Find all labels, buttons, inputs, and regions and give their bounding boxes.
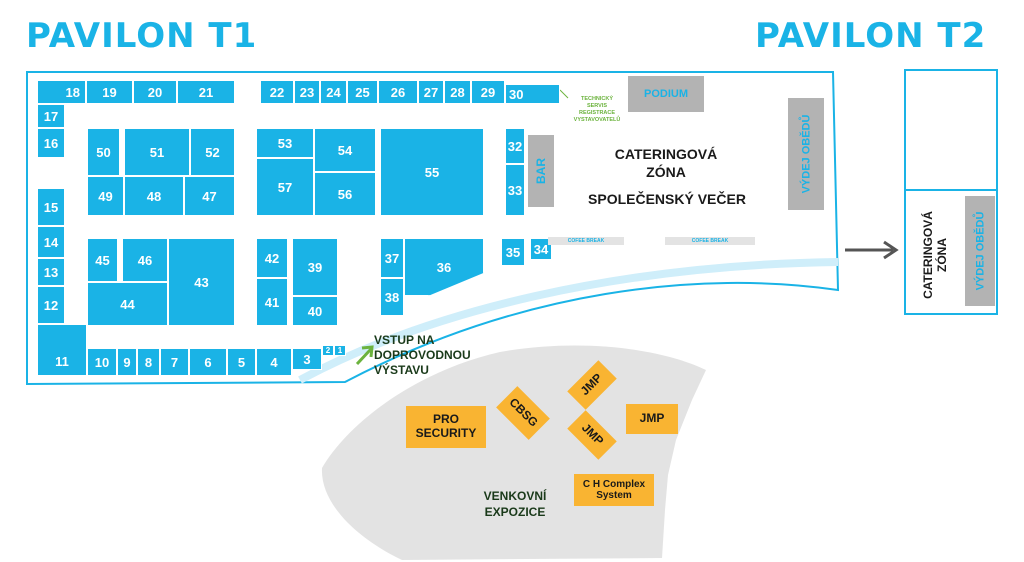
booth-24[interactable]: 24 bbox=[320, 80, 347, 104]
booth-8[interactable]: 8 bbox=[137, 348, 160, 376]
entrance-arrow-icon bbox=[355, 345, 374, 366]
booth-48[interactable]: 48 bbox=[124, 176, 184, 216]
booth-53[interactable]: 53 bbox=[256, 128, 314, 158]
booth-55[interactable]: 55 bbox=[380, 128, 484, 216]
booth-26[interactable]: 26 bbox=[378, 80, 418, 104]
booth-50[interactable]: 50 bbox=[87, 128, 120, 176]
booth-52[interactable]: 52 bbox=[190, 128, 235, 176]
booth-39[interactable]: 39 bbox=[292, 238, 338, 296]
booth-9[interactable]: 9 bbox=[117, 348, 137, 376]
booth-57[interactable]: 57 bbox=[256, 158, 314, 216]
arrow-to-t2-icon bbox=[845, 240, 899, 260]
booth-54[interactable]: 54 bbox=[314, 128, 376, 172]
corridor-curve bbox=[298, 258, 839, 384]
bar-counter: BAR bbox=[528, 135, 554, 207]
outdoor-booth-jmp-3[interactable]: JMP bbox=[626, 404, 678, 434]
booth-34[interactable]: 34 bbox=[530, 238, 552, 260]
booth-5[interactable]: 5 bbox=[227, 348, 256, 376]
booth-1[interactable]: 1 bbox=[334, 345, 346, 356]
vydej-obedu-t1-label: VÝDEJ OBĚDŮ bbox=[800, 114, 813, 194]
booth-17[interactable]: 17 bbox=[37, 104, 65, 128]
booth-13[interactable]: 13 bbox=[37, 258, 65, 286]
booth-23[interactable]: 23 bbox=[294, 80, 320, 104]
catering-zone-t1-label: CATERINGOVÁ ZÓNA bbox=[614, 146, 718, 180]
booth-35[interactable]: 35 bbox=[501, 238, 525, 266]
vydej-obedu-t1: VÝDEJ OBĚDŮ bbox=[788, 98, 824, 210]
booth-44[interactable]: 44 bbox=[87, 282, 168, 326]
booth-3[interactable]: 3 bbox=[292, 348, 322, 370]
booth-30[interactable]: 30 bbox=[505, 84, 560, 104]
booth-14[interactable]: 14 bbox=[37, 226, 65, 258]
booth-41[interactable]: 41 bbox=[256, 278, 288, 326]
outdoor-exposition-area bbox=[321, 345, 706, 560]
outdoor-exposition-label: VENKOVNÍ EXPOZICE bbox=[483, 489, 547, 519]
booth-47[interactable]: 47 bbox=[184, 176, 235, 216]
pavilion-t2-title: PAVILON T2 bbox=[755, 16, 987, 56]
booth-25[interactable]: 25 bbox=[347, 80, 378, 104]
booth-20[interactable]: 20 bbox=[133, 80, 177, 104]
booth-27[interactable]: 27 bbox=[418, 80, 444, 104]
booth-21[interactable]: 21 bbox=[177, 80, 235, 104]
catering-zone-t2-label: CATERINGOVÁ ZÓNA bbox=[921, 211, 949, 299]
booth-7[interactable]: 7 bbox=[160, 348, 189, 376]
bar-label: BAR bbox=[534, 158, 548, 184]
vydej-obedu-t2: VÝDEJ OBĚDŮ bbox=[965, 196, 995, 306]
cofee-break-2-label: COFEE BREAK bbox=[691, 238, 729, 244]
booth-37[interactable]: 37 bbox=[380, 238, 404, 278]
podium: PODIUM bbox=[628, 76, 704, 112]
pavilion-t2-outline bbox=[904, 69, 998, 315]
booth-40[interactable]: 40 bbox=[292, 296, 338, 326]
booth-45[interactable]: 45 bbox=[87, 238, 118, 282]
cofee-break-1: COFEE BREAK bbox=[548, 237, 624, 245]
booth-43[interactable]: 43 bbox=[168, 238, 235, 326]
booth-56[interactable]: 56 bbox=[314, 172, 376, 216]
cofee-break-2: COFEE BREAK bbox=[665, 237, 755, 245]
tech-servis-pointer bbox=[559, 89, 569, 99]
booth-33[interactable]: 33 bbox=[505, 164, 525, 216]
booth-38[interactable]: 38 bbox=[380, 278, 404, 316]
cofee-break-1-label: COFEE BREAK bbox=[567, 238, 605, 244]
booth-12[interactable]: 12 bbox=[37, 286, 65, 324]
booth-10[interactable]: 10 bbox=[87, 348, 117, 376]
catering-zone-t2: CATERINGOVÁ ZÓNA bbox=[913, 200, 957, 310]
booth-15[interactable]: 15 bbox=[37, 188, 65, 226]
booth-46[interactable]: 46 bbox=[122, 238, 168, 282]
pavilion-t1-outline bbox=[26, 71, 840, 386]
booth-16[interactable]: 16 bbox=[37, 128, 65, 158]
tech-servis-label: TECHNICKÝ SERVIS REGISTRACE VYSTAVOVATEL… bbox=[573, 96, 621, 123]
booth-49[interactable]: 49 bbox=[87, 176, 124, 216]
pavilion-t1-title: PAVILON T1 bbox=[26, 16, 258, 56]
booth-11[interactable]: 11 bbox=[37, 324, 87, 376]
booth-29[interactable]: 29 bbox=[471, 80, 505, 104]
booth-18[interactable]: 18 bbox=[37, 80, 86, 104]
booth-28[interactable]: 28 bbox=[444, 80, 471, 104]
booth-19[interactable]: 19 bbox=[86, 80, 133, 104]
booth-22[interactable]: 22 bbox=[260, 80, 294, 104]
podium-label: PODIUM bbox=[644, 88, 688, 100]
booth-32[interactable]: 32 bbox=[505, 128, 525, 164]
booth-42[interactable]: 42 bbox=[256, 238, 288, 278]
booth-4[interactable]: 4 bbox=[256, 348, 292, 376]
entrance-label: VSTUP NA DOPROVODNOU VÝSTAVU bbox=[374, 333, 471, 377]
booth-51[interactable]: 51 bbox=[124, 128, 190, 176]
booth-6[interactable]: 6 bbox=[189, 348, 227, 376]
spolecensky-vecer-label: SPOLEČENSKÝ VEČER bbox=[588, 191, 746, 207]
vydej-obedu-t2-label: VÝDEJ OBĚDŮ bbox=[974, 211, 987, 291]
booth-2[interactable]: 2 bbox=[322, 345, 334, 356]
